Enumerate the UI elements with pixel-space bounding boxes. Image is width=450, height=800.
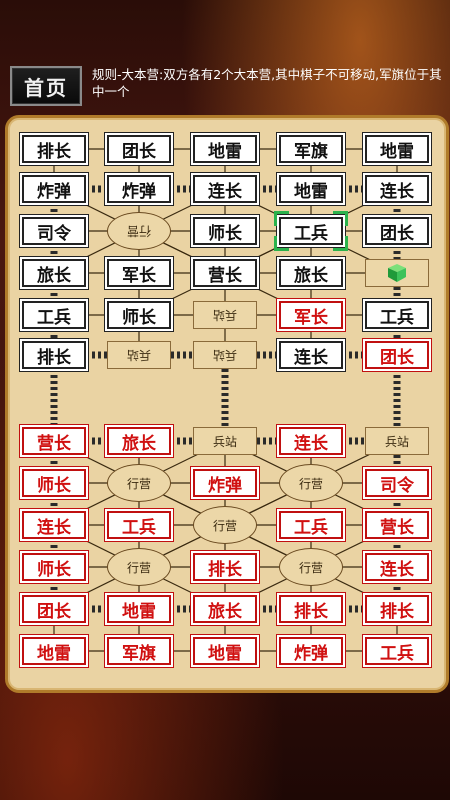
red-piece[interactable]: 排长 — [279, 595, 343, 623]
black-piece[interactable]: 旅长 — [279, 259, 343, 287]
red-piece[interactable]: 排长 — [365, 595, 429, 623]
red-piece[interactable]: 旅长 — [193, 595, 257, 623]
camp-cell[interactable]: 行营 — [279, 464, 343, 502]
black-piece[interactable]: 工兵 — [22, 301, 86, 329]
green-cube-icon — [388, 264, 406, 282]
station-cell[interactable]: 兵站 — [107, 341, 171, 369]
red-piece[interactable]: 炸弹 — [279, 637, 343, 665]
black-piece[interactable]: 军长 — [107, 259, 171, 287]
camp-label: 行营 — [126, 560, 151, 575]
black-piece[interactable]: 连长 — [365, 175, 429, 203]
camp-cell[interactable]: 行营 — [279, 548, 343, 586]
red-piece[interactable]: 地雷 — [193, 637, 257, 665]
black-piece[interactable]: 军旗 — [279, 135, 343, 163]
black-piece[interactable]: 师长 — [193, 217, 257, 245]
black-piece[interactable]: 排长 — [22, 135, 86, 163]
station-cell[interactable]: 兵站 — [193, 427, 257, 455]
station-label: 兵站 — [212, 307, 237, 322]
black-piece[interactable]: 连长 — [193, 175, 257, 203]
black-piece[interactable]: 炸弹 — [22, 175, 86, 203]
black-piece[interactable]: 旅长 — [22, 259, 86, 287]
black-piece[interactable]: 工兵 — [365, 301, 429, 329]
red-piece[interactable]: 地雷 — [22, 637, 86, 665]
red-piece[interactable]: 工兵 — [279, 511, 343, 539]
camp-cell[interactable]: 行营 — [107, 212, 171, 250]
station-cell[interactable]: 兵站 — [193, 301, 257, 329]
black-piece[interactable]: 团长 — [365, 217, 429, 245]
home-button[interactable]: 首页 — [10, 66, 82, 106]
station-cell[interactable]: 兵站 — [365, 427, 429, 455]
red-piece[interactable]: 师长 — [22, 553, 86, 581]
red-piece[interactable]: 司令 — [365, 469, 429, 497]
red-piece[interactable]: 工兵 — [107, 511, 171, 539]
black-piece[interactable]: 地雷 — [279, 175, 343, 203]
red-piece[interactable]: 连长 — [279, 427, 343, 455]
camp-label: 行营 — [298, 476, 323, 491]
camp-cell[interactable]: 行营 — [107, 464, 171, 502]
station-label: 兵站 — [212, 347, 237, 362]
camp-label: 行营 — [126, 223, 151, 238]
red-piece[interactable]: 营长 — [365, 511, 429, 539]
camp-label: 行营 — [126, 476, 151, 491]
red-piece[interactable]: 地雷 — [107, 595, 171, 623]
black-piece[interactable]: 团长 — [107, 135, 171, 163]
black-piece[interactable]: 地雷 — [365, 135, 429, 163]
camp-label: 行营 — [212, 518, 237, 533]
black-piece[interactable]: 营长 — [193, 259, 257, 287]
black-piece[interactable]: 连长 — [279, 341, 343, 369]
red-piece[interactable]: 排长 — [193, 553, 257, 581]
rules-text: 规则-大本营:双方各有2个大本营,其中棋子不可移动,军旗位于其中一个 — [92, 67, 442, 99]
camp-cell[interactable]: 行营 — [193, 506, 257, 544]
red-piece[interactable]: 军旗 — [107, 637, 171, 665]
station-label: 兵站 — [126, 347, 151, 362]
red-piece[interactable]: 师长 — [22, 469, 86, 497]
black-piece[interactable]: 地雷 — [193, 135, 257, 163]
station-label: 兵站 — [212, 434, 237, 449]
red-piece[interactable]: 团长 — [365, 341, 429, 369]
red-piece[interactable]: 工兵 — [365, 637, 429, 665]
red-piece[interactable]: 团长 — [22, 595, 86, 623]
station-cell[interactable]: 兵站 — [193, 341, 257, 369]
red-piece[interactable]: 旅长 — [107, 427, 171, 455]
black-piece[interactable]: 工兵 — [279, 217, 343, 245]
station-label: 兵站 — [384, 434, 409, 449]
black-piece[interactable]: 炸弹 — [107, 175, 171, 203]
black-piece[interactable]: 师长 — [107, 301, 171, 329]
camp-cell[interactable]: 行营 — [107, 548, 171, 586]
camp-label: 行营 — [298, 560, 323, 575]
black-piece[interactable]: 司令 — [22, 217, 86, 245]
red-piece[interactable]: 营长 — [22, 427, 86, 455]
red-piece[interactable]: 连长 — [22, 511, 86, 539]
red-piece[interactable]: 军长 — [279, 301, 343, 329]
red-piece[interactable]: 连长 — [365, 553, 429, 581]
red-piece[interactable]: 炸弹 — [193, 469, 257, 497]
black-piece[interactable]: 排长 — [22, 341, 86, 369]
